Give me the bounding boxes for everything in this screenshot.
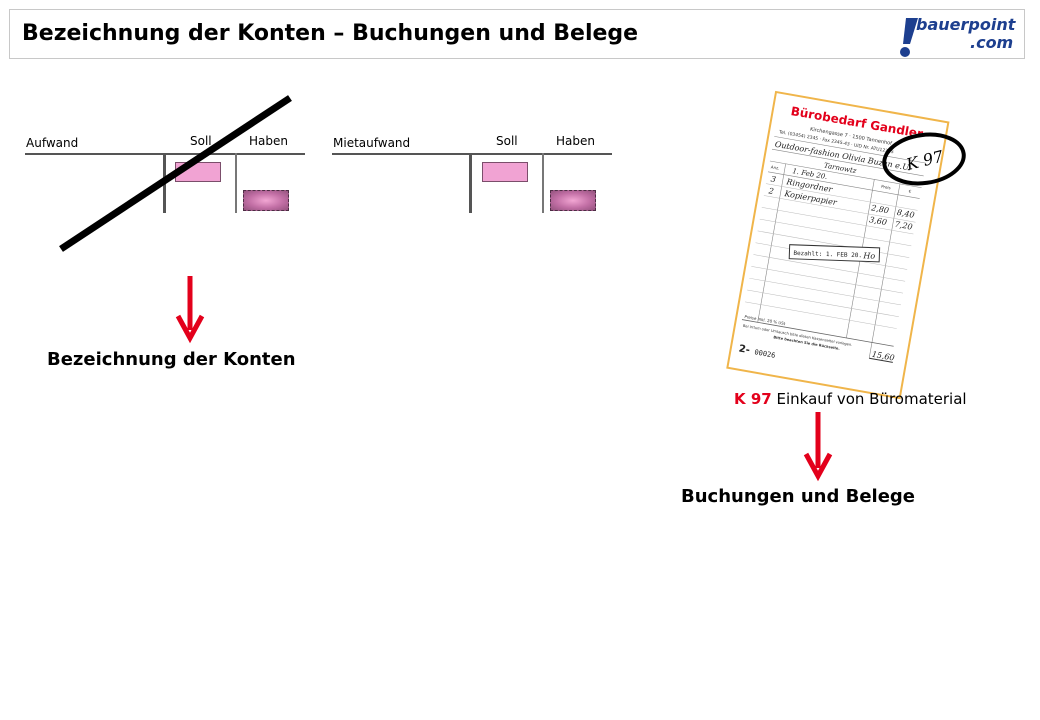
receipt-footer-1: Bei Irrtum oder Umtausch bitte diesen Ka… bbox=[743, 324, 853, 347]
paid-stamp-signature: Ho bbox=[862, 251, 875, 260]
receipt-item-qty: 2 bbox=[767, 186, 775, 196]
receipt-date: 1. Feb 20. bbox=[792, 167, 828, 181]
account-name: Aufwand bbox=[26, 136, 79, 150]
receipt-item-amount: 8,40 bbox=[896, 208, 915, 220]
logo-text: bauerpoint .com bbox=[916, 16, 1015, 52]
paid-stamp-text: Bezahlt: 1. FEB 20. bbox=[793, 250, 862, 259]
exclamation-icon bbox=[900, 18, 918, 57]
receipt-caption-text: Einkauf von Büromaterial bbox=[771, 390, 967, 408]
receipt-vat-line: Preise inkl. 20 % USt bbox=[744, 314, 786, 326]
account-divider-secondary bbox=[235, 153, 237, 213]
receipt-number: 00026 bbox=[754, 348, 776, 360]
receipt-col-amount: € bbox=[908, 189, 912, 194]
account-divider-secondary bbox=[542, 153, 544, 213]
bauerpoint-logo: bauerpoint .com bbox=[890, 12, 1024, 58]
logo-line2: .com bbox=[970, 33, 1014, 52]
soll-label: Soll bbox=[496, 134, 518, 148]
logo-line1: bauerpoint bbox=[916, 15, 1016, 34]
receipt-customer: Outdoor-fashion Olivia Buzan e.U. bbox=[774, 140, 911, 173]
receipt-total: 15,60 bbox=[871, 350, 895, 363]
receipt-address: Kirchengasse 7 · 1500 Tannenhof bbox=[809, 127, 892, 147]
receipt-footer-2: Bitte beachten Sie die Rückseite. bbox=[773, 335, 840, 351]
receipt-circled-code: K 97 bbox=[903, 146, 946, 174]
receipt-col-qty: Anz. bbox=[771, 164, 780, 170]
receipt-item-price: 3,60 bbox=[868, 215, 887, 227]
caption-bezeichnung: Bezeichnung der Konten bbox=[47, 349, 296, 370]
haben-label: Haben bbox=[249, 134, 288, 148]
receipt-item-desc: Ringordner bbox=[785, 177, 834, 194]
page-title: Bezeichnung der Konten – Buchungen und B… bbox=[22, 21, 639, 46]
account-divider bbox=[163, 153, 166, 213]
haben-entry-box bbox=[550, 190, 596, 211]
receipt-item-price: 2,80 bbox=[870, 203, 890, 215]
receipt-number-prefix: 2- bbox=[738, 344, 751, 357]
header-bar: Bezeichnung der Konten – Buchungen und B… bbox=[9, 9, 1025, 59]
receipt-item-qty: 3 bbox=[770, 174, 777, 184]
receipt-col-price: Preis bbox=[881, 184, 891, 191]
receipt-item-amount: 7,20 bbox=[894, 220, 913, 232]
haben-label: Haben bbox=[556, 134, 595, 148]
receipt-customer-city: Tarnowtz bbox=[823, 162, 857, 176]
haben-entry-box bbox=[243, 190, 289, 211]
soll-entry-box bbox=[482, 162, 528, 182]
caption-buchungen: Buchungen und Belege bbox=[681, 486, 915, 507]
receipt-caption: K 97 Einkauf von Büromaterial bbox=[734, 390, 967, 408]
soll-entry-box bbox=[175, 162, 221, 182]
receipt-phone: Tel. (03454) 2345 · Fax 2345-43 · UID Nr… bbox=[778, 129, 895, 155]
account-name: Mietaufwand bbox=[333, 136, 411, 150]
account-top-line bbox=[332, 153, 612, 155]
paid-stamp: Bezahlt: 1. FEB 20. Ho bbox=[788, 244, 881, 263]
receipt-caption-code: K 97 bbox=[734, 390, 772, 408]
account-divider bbox=[469, 153, 472, 213]
receipt-shop-name: Bürobedarf Gandler bbox=[790, 104, 924, 141]
soll-label: Soll bbox=[190, 134, 212, 148]
receipt-item-desc: Kopierpapier bbox=[783, 189, 839, 207]
